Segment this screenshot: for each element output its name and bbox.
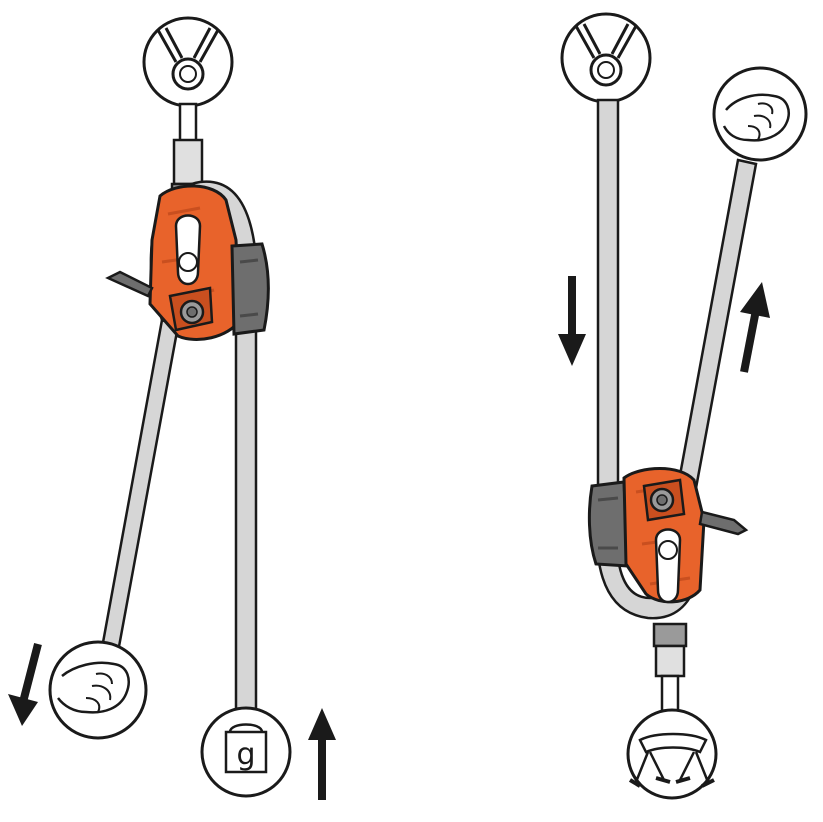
rope-up-arrow-icon	[740, 282, 770, 373]
hand-icon	[48, 640, 148, 740]
connector-sling	[652, 622, 688, 724]
left-panel: g	[8, 16, 336, 800]
rope-down-arrow-icon	[558, 276, 586, 366]
weight-label: g	[236, 737, 255, 772]
pulley-device	[105, 184, 270, 341]
right-panel	[558, 12, 808, 800]
pulley-device	[587, 467, 749, 604]
load-up-arrow-icon	[308, 708, 336, 800]
anchor-icon	[560, 12, 652, 104]
rope-pull-strand	[676, 158, 758, 490]
rope-pull-strand	[100, 318, 180, 654]
harness-icon	[626, 708, 718, 800]
weight-icon: g	[200, 706, 292, 798]
rope-fixed-strand	[596, 98, 620, 494]
hand-icon	[712, 66, 808, 162]
anchor-icon	[142, 16, 234, 108]
rope-load-strand	[234, 328, 258, 712]
pull-down-arrow-icon	[8, 643, 42, 726]
